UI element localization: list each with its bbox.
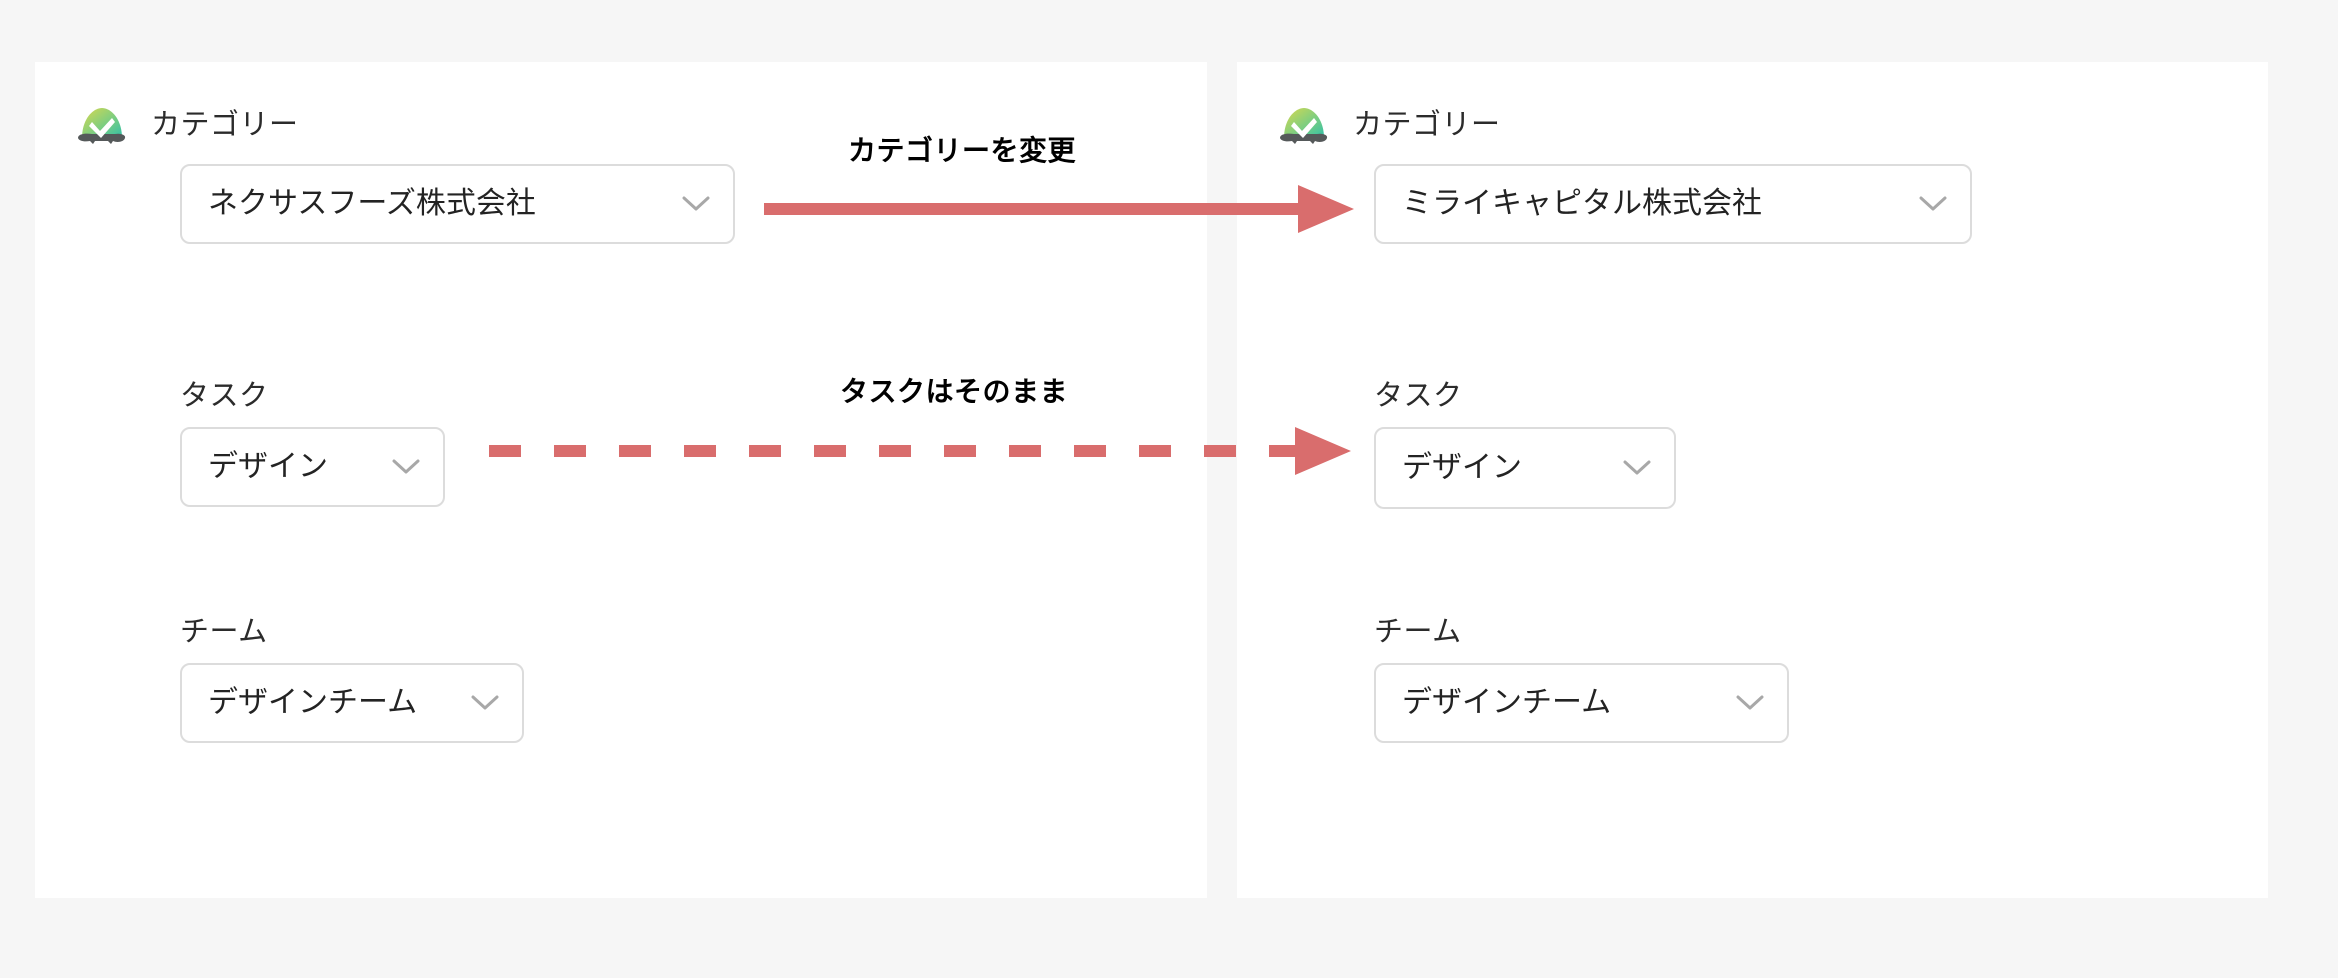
before-team-label: チーム: [180, 616, 268, 648]
annotation-task-unchanged-text: タスクはそのまま: [840, 376, 1069, 407]
after-task-header: タスク: [1374, 382, 1463, 411]
chevron-down-icon: [1918, 195, 1948, 213]
chevron-down-icon: [1622, 459, 1652, 477]
before-panel-card: カテゴリー ネクサスフーズ株式会社 タスク デザイン チーム デザインチーム: [35, 62, 1207, 898]
chevron-down-icon: [391, 458, 421, 476]
before-team-dropdown[interactable]: デザインチーム: [180, 663, 524, 743]
after-category-value: ミライキャピタル株式会社: [1402, 187, 1762, 220]
before-category-dropdown[interactable]: ネクサスフーズ株式会社: [180, 164, 735, 244]
chevron-down-icon: [470, 694, 500, 712]
chevron-down-icon: [681, 195, 711, 213]
after-category-label: カテゴリー: [1353, 108, 1501, 141]
after-team-header: チーム: [1374, 618, 1462, 647]
app-logo-turtle-icon: [1277, 98, 1331, 152]
after-category-header: カテゴリー: [1277, 98, 1501, 152]
app-logo-turtle-icon: [75, 98, 129, 152]
after-team-label: チーム: [1374, 616, 1462, 648]
chevron-down-icon: [1735, 694, 1765, 712]
before-task-value: デザイン: [208, 450, 328, 483]
before-task-label: タスク: [180, 380, 269, 412]
before-category-header: カテゴリー: [75, 98, 299, 152]
before-category-value: ネクサスフーズ株式会社: [208, 187, 536, 220]
annotation-change-category-text: カテゴリーを変更: [848, 135, 1077, 166]
after-task-value: デザイン: [1402, 451, 1522, 484]
after-team-dropdown[interactable]: デザインチーム: [1374, 663, 1789, 743]
after-task-dropdown[interactable]: デザイン: [1374, 427, 1676, 509]
before-category-label: カテゴリー: [151, 108, 299, 141]
before-task-header: タスク: [180, 382, 269, 411]
after-panel-card: カテゴリー ミライキャピタル株式会社 タスク デザイン チーム デザインチーム: [1237, 62, 2268, 898]
after-category-dropdown[interactable]: ミライキャピタル株式会社: [1374, 164, 1972, 244]
after-team-value: デザインチーム: [1402, 686, 1612, 719]
annotation-task-unchanged-arrow: [489, 425, 1369, 477]
before-team-header: チーム: [180, 618, 268, 647]
before-team-value: デザインチーム: [208, 686, 418, 719]
after-task-label: タスク: [1374, 380, 1463, 412]
before-task-dropdown[interactable]: デザイン: [180, 427, 445, 507]
annotation-change-category-arrow: [764, 183, 1364, 235]
